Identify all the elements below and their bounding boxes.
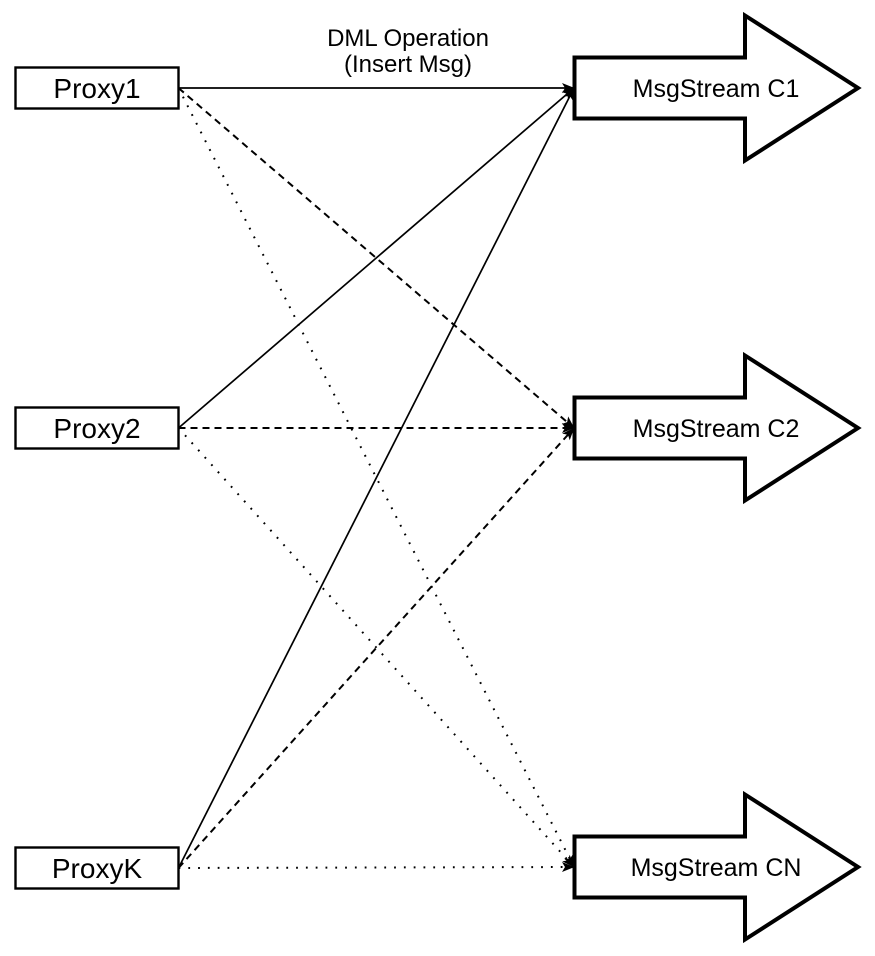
proxyK-node: ProxyK	[14, 846, 180, 890]
msgstream-c1-node: MsgStream C1	[572, 11, 862, 165]
edge-proxy2-to-cn	[177, 427, 575, 868]
proxyK-label: ProxyK	[52, 853, 143, 884]
msgstream-cn-label: MsgStream CN	[631, 854, 802, 882]
proxy2-node: Proxy2	[14, 406, 180, 450]
edge-layer	[177, 83, 575, 873]
msgstream-c2-node: MsgStream C2	[572, 351, 862, 505]
edge-proxyK-to-c1	[177, 87, 575, 869]
dml-operation-label-line2: (Insert Msg)	[344, 51, 472, 78]
proxy1-label: Proxy1	[53, 73, 140, 104]
proxy1-box	[14, 66, 180, 110]
edge-proxyK-to-cn	[178, 862, 575, 873]
proxy2-box	[14, 406, 180, 450]
msgstream-cn-arrow-shape	[572, 790, 862, 944]
edge-proxy2-to-c1	[177, 87, 575, 429]
msgstream-c2-arrow-shape	[572, 351, 862, 505]
dml-operation-label-line1: DML Operation	[327, 25, 489, 52]
edge-proxyK-to-c2	[177, 427, 575, 869]
msgstream-c1-label: MsgStream C1	[633, 75, 800, 103]
msgstream-c1-arrow-shape	[572, 11, 862, 165]
msgstream-c2-label: MsgStream C2	[633, 415, 800, 443]
msgstream-cn-node: MsgStream CN	[572, 790, 862, 944]
proxy2-label: Proxy2	[53, 413, 140, 444]
proxyK-box	[14, 846, 180, 890]
edge-proxy1-to-c2	[177, 87, 575, 429]
proxy1-node: Proxy1	[14, 66, 180, 110]
